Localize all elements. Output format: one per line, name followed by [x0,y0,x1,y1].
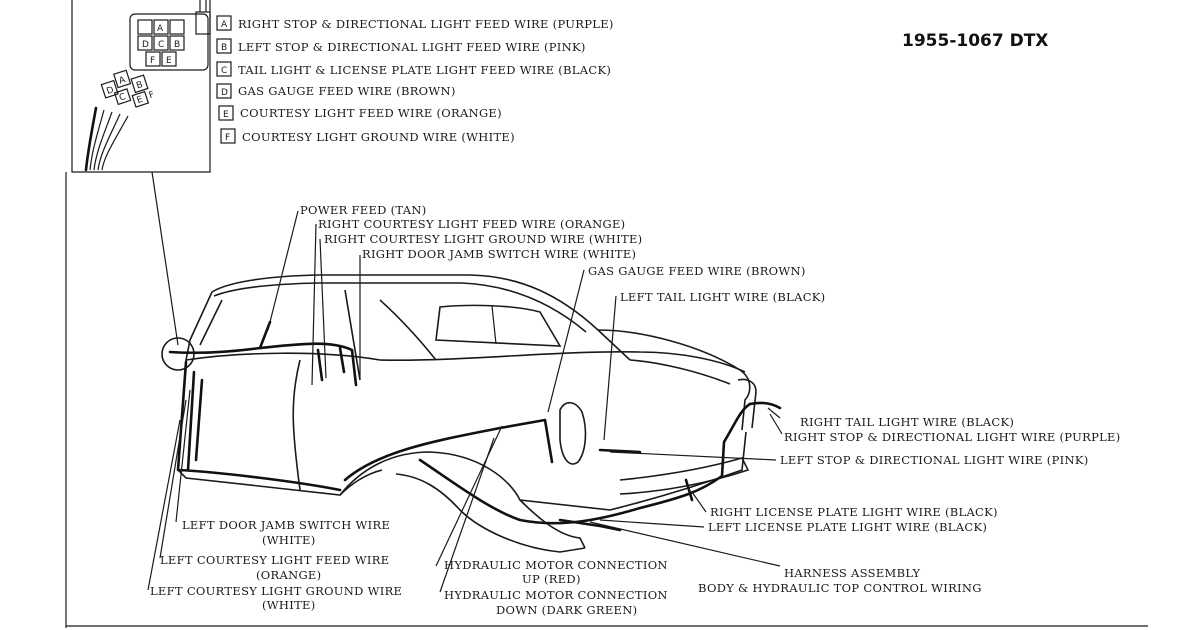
callouts-bottom: LEFT DOOR JAMB SWITCH WIRE (WHITE) LEFT … [150,518,668,617]
callout-power-feed: POWER FEED (TAN) [300,203,427,217]
callout-left-tail: LEFT TAIL LIGHT WIRE (BLACK) [620,290,825,304]
callout-harness-assembly: HARNESS ASSEMBLY [784,566,921,580]
pin-label: D [142,40,149,50]
callout-left-courtesy-feed-color: (ORANGE) [256,568,321,582]
pin-label: A [157,24,164,34]
callout-left-courtesy-feed: LEFT COURTESY LIGHT FEED WIRE [160,553,389,567]
callout-harness-wiring: BODY & HYDRAULIC TOP CONTROL WIRING [698,581,982,595]
callout-right-courtesy-ground: RIGHT COURTESY LIGHT GROUND WIRE (WHITE) [324,232,642,246]
key-text: COURTESY LIGHT FEED WIRE (ORANGE) [240,106,502,120]
callouts-right: RIGHT TAIL LIGHT WIRE (BLACK) RIGHT STOP… [698,415,1121,595]
key-letter: A [221,20,228,30]
pin-label: E [166,56,172,66]
key-text: RIGHT STOP & DIRECTIONAL LIGHT FEED WIRE… [238,17,614,31]
callout-left-license: LEFT LICENSE PLATE LIGHT WIRE (BLACK) [708,520,987,534]
key-letter: B [221,43,227,53]
plug-pin-label: F [148,90,156,101]
key-letter: E [223,110,229,120]
plug-pin-label: A [118,75,128,87]
callout-right-stop: RIGHT STOP & DIRECTIONAL LIGHT WIRE (PUR… [784,430,1121,444]
plug-pin-label: B [135,80,144,91]
plug-pin-label: C [118,92,127,103]
callout-left-stop: LEFT STOP & DIRECTIONAL LIGHT WIRE (PINK… [780,453,1089,467]
pin-label: B [174,40,180,50]
key-letter: F [225,133,230,143]
callout-right-door-jamb: RIGHT DOOR JAMB SWITCH WIRE (WHITE) [362,247,636,261]
key-letter: D [221,88,228,98]
diagram-title: 1955-1067 DTX [902,31,1048,51]
callout-right-license: RIGHT LICENSE PLATE LIGHT WIRE (BLACK) [710,505,998,519]
key-text: LEFT STOP & DIRECTIONAL LIGHT FEED WIRE … [238,40,586,54]
callout-hydraulic-down-color: DOWN (DARK GREEN) [496,603,637,617]
key-letter: C [221,66,227,76]
connector-inset: A B C D E F D A B C E F [71,0,211,346]
plug-pin-label: E [136,95,145,106]
callout-left-door-jamb: LEFT DOOR JAMB SWITCH WIRE [182,518,390,532]
callout-left-courtesy-ground: LEFT COURTESY LIGHT GROUND WIRE [150,584,402,598]
key-text: TAIL LIGHT & LICENSE PLATE LIGHT FEED WI… [238,63,611,77]
callout-right-courtesy-feed: RIGHT COURTESY LIGHT FEED WIRE (ORANGE) [318,217,625,231]
callout-left-door-jamb-color: (WHITE) [262,533,316,547]
callout-left-courtesy-ground-color: (WHITE) [262,598,316,612]
callout-hydraulic-down: HYDRAULIC MOTOR CONNECTION [444,588,668,602]
callouts-top: POWER FEED (TAN) RIGHT COURTESY LIGHT FE… [300,203,825,304]
car-body [161,274,757,553]
plug-bundle: D A B C E F [100,69,156,108]
pin-label: F [150,56,155,66]
connector-key: A RIGHT STOP & DIRECTIONAL LIGHT FEED WI… [216,15,614,144]
callout-hydraulic-up: HYDRAULIC MOTOR CONNECTION [444,558,668,572]
callout-gas-gauge: GAS GAUGE FEED WIRE (BROWN) [588,264,806,278]
harness-wires [168,320,782,532]
leader-lines [147,210,783,593]
key-text: COURTESY LIGHT GROUND WIRE (WHITE) [242,130,515,144]
plug-pin-label: D [105,85,115,97]
key-text: GAS GAUGE FEED WIRE (BROWN) [238,84,456,98]
callout-right-tail: RIGHT TAIL LIGHT WIRE (BLACK) [800,415,1014,429]
page-frame [65,172,1148,628]
pin-label: C [158,40,164,50]
callout-hydraulic-up-color: UP (RED) [522,572,581,586]
